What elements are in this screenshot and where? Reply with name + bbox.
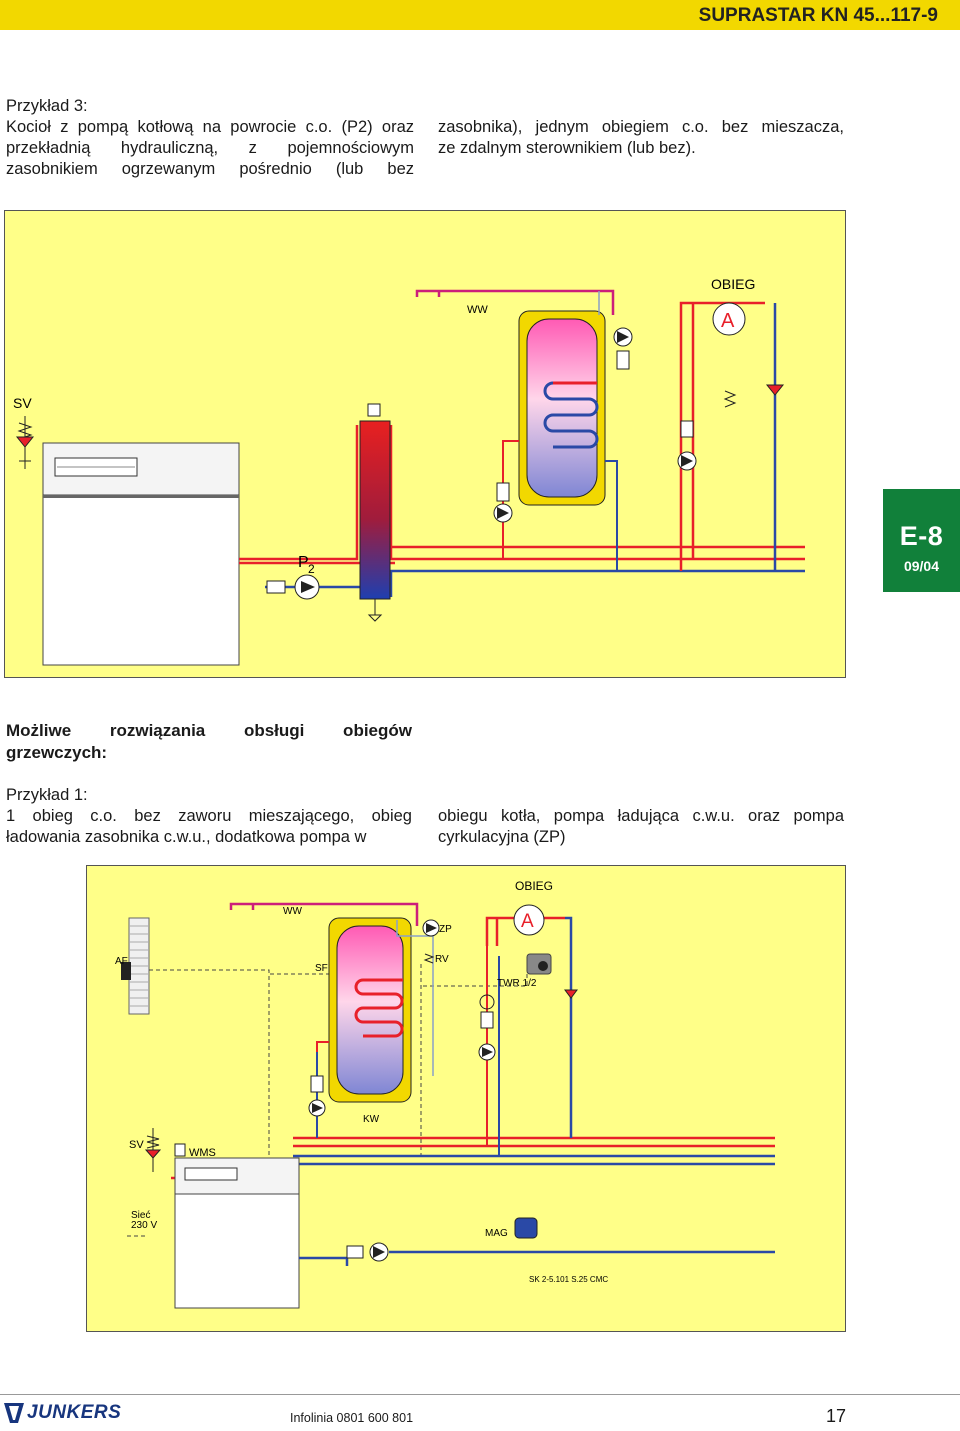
diagram-example1: AF SF WW ZP RV KW OBIEG A	[86, 865, 846, 1332]
example3-line3: zasobnikiem ogrzewanym pośrednio (lub be…	[6, 160, 414, 178]
example3-line2: przekładnią hydrauliczną, z pojemnościow…	[6, 139, 414, 157]
storage-tank-2	[328, 917, 412, 1103]
pump-p2	[266, 574, 320, 600]
tab-date: 09/04	[903, 558, 940, 574]
tab-code: E-8	[899, 521, 944, 551]
radiator-a: A	[712, 302, 746, 336]
page-number: 17	[826, 1406, 847, 1426]
label-zp: ZP	[439, 924, 452, 935]
safety-valve	[15, 416, 35, 469]
label-ww: WW	[467, 304, 488, 316]
junkers-logo-icon	[4, 1403, 24, 1423]
label-p2-sub: 2	[308, 562, 315, 576]
svg-text:A: A	[521, 911, 534, 932]
brand-name: JUNKERS	[27, 1402, 122, 1423]
pump-zp	[422, 919, 440, 937]
footer-phone: Infolinia 0801 600 801	[290, 1411, 414, 1425]
example3-line4: zasobnika), jednym obiegiem c.o. bez mie…	[438, 118, 844, 136]
example3-heading: Przykład 3:	[6, 97, 88, 115]
safety-valve-2	[144, 1128, 162, 1172]
section-tab: E-8 09/04	[883, 489, 960, 592]
section-heading-line1: Możliwe rozwiązania obsługi obiegów	[6, 721, 412, 740]
label-sf: SF	[315, 963, 328, 974]
example1-line3: obiegu kotła, pompa ładująca c.w.u. oraz…	[438, 807, 844, 825]
svg-text:MAG: MAG	[485, 1228, 508, 1239]
example1-line4: cyrkulacyjna (ZP)	[438, 828, 566, 846]
label-ref: SK 2-5.101 S.25 CMC	[529, 1275, 608, 1284]
section-heading-line2: grzewczych:	[6, 743, 108, 762]
example1-line2: ładowania zasobnika c.w.u., dodatkowa po…	[6, 828, 367, 846]
header-bar	[0, 0, 960, 30]
boiler-unit-2	[174, 1157, 300, 1309]
example3-line1: Kocioł z pompą kotłową na powrocie c.o. …	[6, 118, 414, 136]
label-siec: Sieć	[131, 1210, 150, 1221]
label-wms: WMS	[189, 1147, 216, 1159]
label-af: AF	[115, 956, 128, 967]
label-kw: KW	[363, 1114, 380, 1125]
brand-logo: JUNKERS	[4, 1402, 121, 1424]
outdoor-wall	[121, 917, 150, 1015]
example1-line1: 1 obieg c.o. bez zaworu mieszającego, ob…	[6, 807, 412, 825]
label-ww-2: WW	[283, 906, 302, 917]
label-obieg: OBIEG	[711, 276, 755, 292]
svg-text:A: A	[721, 310, 735, 332]
example3-line5: ze zdalnym sterownikiem (lub bez).	[438, 139, 696, 157]
example1-heading: Przykład 1:	[6, 786, 88, 804]
diagram-example1-svg: AF SF WW ZP RV KW OBIEG A	[115, 879, 775, 1309]
label-rv: RV	[435, 954, 449, 965]
label-twr: TWR 1/2	[497, 978, 537, 989]
label-obieg-2: OBIEG	[515, 879, 553, 893]
footer-divider	[0, 1394, 960, 1395]
tank-circ-pump	[613, 327, 633, 370]
label-230v: 230 V	[131, 1220, 157, 1231]
diagram-example3-svg: P 2 SV WW OBIEG A	[13, 276, 805, 666]
diagram-example3: P 2 SV WW OBIEG A	[4, 210, 846, 678]
expansion-vessel-mag: MAG	[485, 1217, 538, 1239]
header-title: SUPRASTAR KN 45...117-9	[698, 5, 938, 26]
storage-tank	[518, 310, 606, 506]
hydraulic-separator	[359, 403, 391, 622]
boiler-unit	[42, 442, 240, 666]
radiator-a-2: A	[513, 904, 545, 936]
label-sv-2: SV	[129, 1139, 144, 1151]
label-p2: P	[298, 554, 309, 571]
label-sv: SV	[13, 395, 32, 411]
